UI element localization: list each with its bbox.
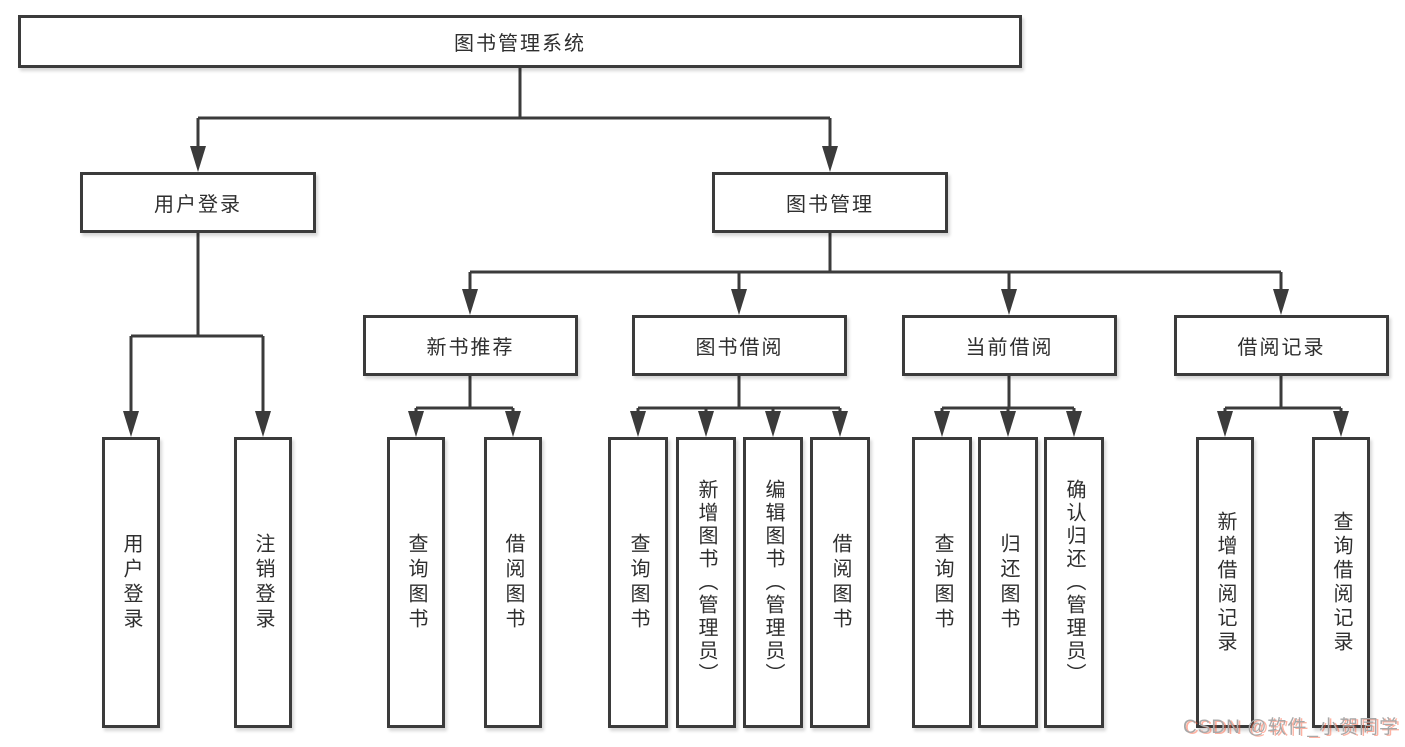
- arrow-down-icon: [505, 411, 521, 437]
- csdn-watermark: CSDN @软件_小贺同学: [1183, 717, 1399, 738]
- connector-current-borrow-subtree: [934, 376, 1082, 437]
- connector-new-book-subtree: [408, 376, 521, 437]
- connector-book-mgmt-to-level3: [462, 233, 1289, 315]
- leaf-query-book-recommend: 查询图书: [387, 437, 445, 728]
- arrow-down-icon: [1001, 289, 1017, 315]
- connector-book-borrow-subtree: [630, 376, 848, 437]
- arrow-down-icon: [1217, 411, 1233, 437]
- connector-user-login-subtree: [123, 233, 271, 437]
- leaf-borrow-book: 借阅图书: [810, 437, 870, 728]
- connector-root-to-level2: [190, 68, 838, 172]
- leaf-query-book-current: 查询图书: [912, 437, 972, 728]
- leaf-add-borrow-record: 新增借阅记录: [1196, 437, 1254, 728]
- arrow-down-icon: [934, 411, 950, 437]
- leaf-confirm-return-admin: 确认归还（管理员）: [1044, 437, 1104, 728]
- leaf-add-book-admin: 新增图书（管理员）: [676, 437, 736, 728]
- node-borrow-record: 借阅记录: [1174, 315, 1389, 376]
- arrow-down-icon: [832, 411, 848, 437]
- node-book-borrow: 图书借阅: [632, 315, 847, 376]
- leaf-logout: 注销登录: [234, 437, 292, 728]
- arrow-down-icon: [462, 289, 478, 315]
- node-book-management: 图书管理: [712, 172, 948, 233]
- node-current-borrow: 当前借阅: [902, 315, 1117, 376]
- leaf-return-book: 归还图书: [978, 437, 1038, 728]
- arrow-down-icon: [190, 146, 206, 172]
- node-library-management-system: 图书管理系统: [18, 15, 1022, 68]
- node-user-login: 用户登录: [80, 172, 316, 233]
- arrow-down-icon: [731, 289, 747, 315]
- arrow-down-icon: [1273, 289, 1289, 315]
- arrow-down-icon: [123, 411, 139, 437]
- leaf-borrow-book-recommend: 借阅图书: [484, 437, 542, 728]
- arrow-down-icon: [630, 411, 646, 437]
- arrow-down-icon: [408, 411, 424, 437]
- leaf-user-login: 用户登录: [102, 437, 160, 728]
- arrow-down-icon: [255, 411, 271, 437]
- arrow-down-icon: [1000, 411, 1016, 437]
- leaf-edit-book-admin: 编辑图书（管理员）: [743, 437, 803, 728]
- arrow-down-icon: [765, 411, 781, 437]
- leaf-query-book-borrowmod: 查询图书: [608, 437, 668, 728]
- connector-borrow-record-subtree: [1217, 376, 1349, 437]
- arrow-down-icon: [698, 411, 714, 437]
- leaf-query-borrow-record: 查询借阅记录: [1312, 437, 1370, 728]
- arrow-down-icon: [1333, 411, 1349, 437]
- arrow-down-icon: [822, 146, 838, 172]
- node-new-book-recommend: 新书推荐: [363, 315, 578, 376]
- arrow-down-icon: [1066, 411, 1082, 437]
